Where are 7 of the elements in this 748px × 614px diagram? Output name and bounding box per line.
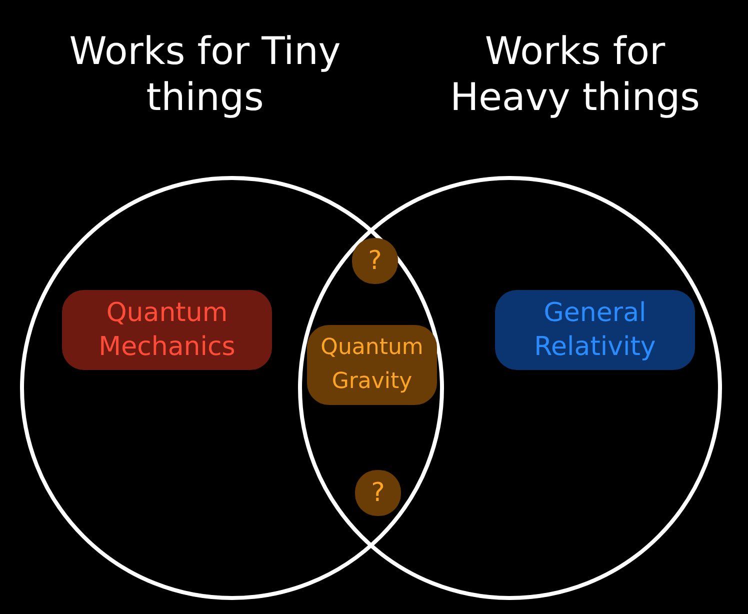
question-mark-label: ?: [355, 470, 401, 516]
circle-heading: Works for Tiny things: [68, 28, 342, 120]
question-mark-label: ?: [352, 238, 398, 284]
highlighted-label: Quantum Gravity: [307, 325, 437, 405]
circle-heading: Works for Heavy things: [449, 28, 701, 120]
highlighted-label: Quantum Mechanics: [62, 290, 272, 370]
highlighted-label: General Relativity: [495, 290, 695, 370]
